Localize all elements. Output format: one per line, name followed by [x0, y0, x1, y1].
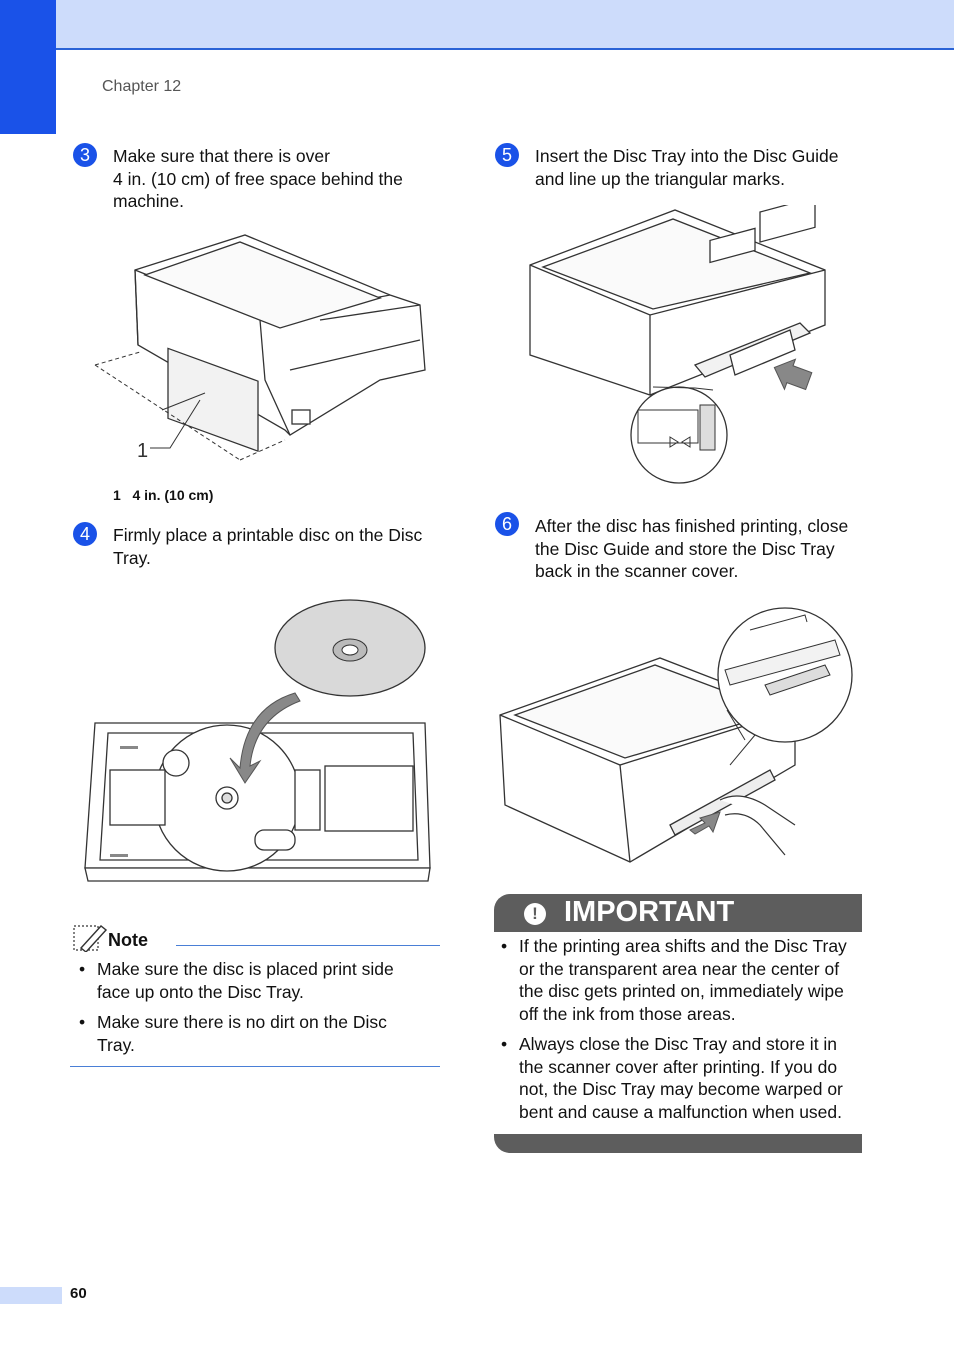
header-rule: [56, 48, 954, 50]
caption-number: 1: [113, 487, 121, 503]
step-3-text: Make sure that there is over 4 in. (10 c…: [113, 145, 403, 213]
step-5-text: Insert the Disc Tray into the Disc Guide…: [535, 145, 838, 190]
disc-guide-illustration: [529, 205, 826, 484]
step-4-line: Firmly place a printable disc on the Dis…: [113, 525, 423, 545]
disc-tray-illustration: [84, 599, 431, 882]
note-item-line: Make sure the disc is placed print side: [97, 959, 394, 979]
step-6-number: 6: [495, 512, 519, 536]
important-item-line: off the ink from those areas.: [519, 1003, 736, 1024]
important-title: IMPORTANT: [564, 896, 735, 928]
step-5-line: and line up the triangular marks.: [535, 168, 785, 189]
note-rule: [176, 945, 440, 946]
chapter-label: Chapter 12: [102, 78, 182, 95]
machine-clearance-illustration: 1: [94, 234, 426, 462]
page-number: 60: [70, 1285, 87, 1302]
important-item-line: not, the Disc Tray may become warped or: [519, 1079, 843, 1099]
note-item: • Make sure there is no dirt on the Disc…: [79, 1012, 387, 1055]
figure-caption: 1 4 in. (10 cm): [113, 487, 213, 503]
step-6-text: After the disc has finished printing, cl…: [535, 515, 848, 583]
caption-text: 4 in. (10 cm): [132, 487, 214, 503]
step-6-line: back in the scanner cover.: [535, 561, 739, 581]
important-item-line: If the printing area shifts and the Disc…: [519, 936, 847, 956]
step-6-line: the Disc Guide and store the Disc Tray: [535, 538, 835, 559]
note-item-line: Tray.: [97, 1034, 135, 1055]
important-item-line: Always close the Disc Tray and store it …: [519, 1034, 838, 1054]
important-item-line: or the transparent area near the center …: [519, 958, 840, 979]
step-3-line: machine.: [113, 191, 185, 211]
step-3-number: 3: [73, 143, 97, 167]
step-5-line: Insert the Disc Tray into the Disc Guide: [535, 146, 839, 166]
note-pencil-icon: [73, 925, 107, 952]
important-item-line: the disc gets printed on, immediately wi…: [519, 981, 844, 1001]
step-6-line: After the disc has finished printing, cl…: [535, 516, 849, 536]
step-4-number: 4: [73, 522, 97, 546]
important-header: [494, 894, 862, 932]
step-4-line: Tray.: [113, 547, 151, 568]
note-bottom-rule: [70, 1066, 440, 1067]
important-item-line: the scanner cover after printing. If you…: [519, 1056, 838, 1077]
chapter-tab: [0, 0, 56, 134]
step-3-line: Make sure that there is over: [113, 146, 330, 166]
step-4-text: Firmly place a printable disc on the Dis…: [113, 524, 422, 569]
header-band: [0, 0, 954, 49]
note-item-line: Make sure there is no dirt on the Disc: [97, 1012, 387, 1032]
important-item: • Always close the Disc Tray and store i…: [501, 1034, 843, 1122]
step-3-line: 4 in. (10 cm) of free space behind the: [113, 168, 403, 189]
important-item-line: bent and cause a malfunction when used.: [519, 1101, 842, 1122]
figure-callout: 1: [137, 440, 148, 462]
store-tray-illustration: [499, 607, 853, 863]
important-item: • If the printing area shifts and the Di…: [501, 936, 847, 1024]
note-title: Note: [108, 930, 148, 950]
note-item-line: face up onto the Disc Tray.: [97, 981, 304, 1002]
important-footer: [494, 1134, 862, 1153]
exclamation-icon: !: [524, 903, 546, 925]
page-tab: [0, 1287, 62, 1304]
note-item: • Make sure the disc is placed print sid…: [79, 959, 394, 1002]
step-5-number: 5: [495, 143, 519, 167]
